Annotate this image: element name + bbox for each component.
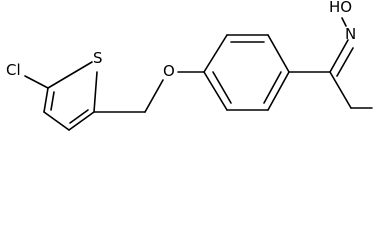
bond-ring-1	[203, 34, 228, 73]
ether-oxygen-atom-label: O	[163, 62, 175, 80]
bond-s-c5	[47, 61, 93, 89]
bond-c4-c3	[43, 111, 70, 131]
bond-c3-c2	[68, 111, 95, 131]
bond-ch2-o	[144, 79, 164, 113]
bond-ring-inner-3	[212, 71, 232, 104]
bond-c-n-double-1	[329, 39, 349, 73]
bond-n-o	[341, 17, 347, 27]
bond-c5-c4-inner	[50, 91, 55, 111]
bond-c-n-double-2	[336, 47, 354, 77]
bond-ring-3	[267, 34, 290, 73]
bond-cl-c5	[24, 75, 49, 89]
bond-ring-inner-2	[263, 71, 282, 104]
sulfur-atom-label: S	[93, 49, 103, 67]
bond-ring-4	[267, 71, 290, 111]
chlorine-atom-label: Cl	[6, 61, 21, 79]
bond-c3-c2-inner	[69, 109, 89, 124]
bond-ring-6	[203, 71, 228, 111]
molecule-diagram: N Cl S O HO	[6, 0, 373, 131]
bond-c-ch2-ethyl	[329, 71, 352, 109]
hydroxyl-atom-label: HO	[329, 0, 353, 16]
bond-c5-c4	[43, 87, 49, 113]
atom-oxime-nitrogen: N	[345, 25, 356, 43]
bond-skeleton: N	[24, 17, 373, 131]
bond-c2-s	[93, 71, 98, 113]
